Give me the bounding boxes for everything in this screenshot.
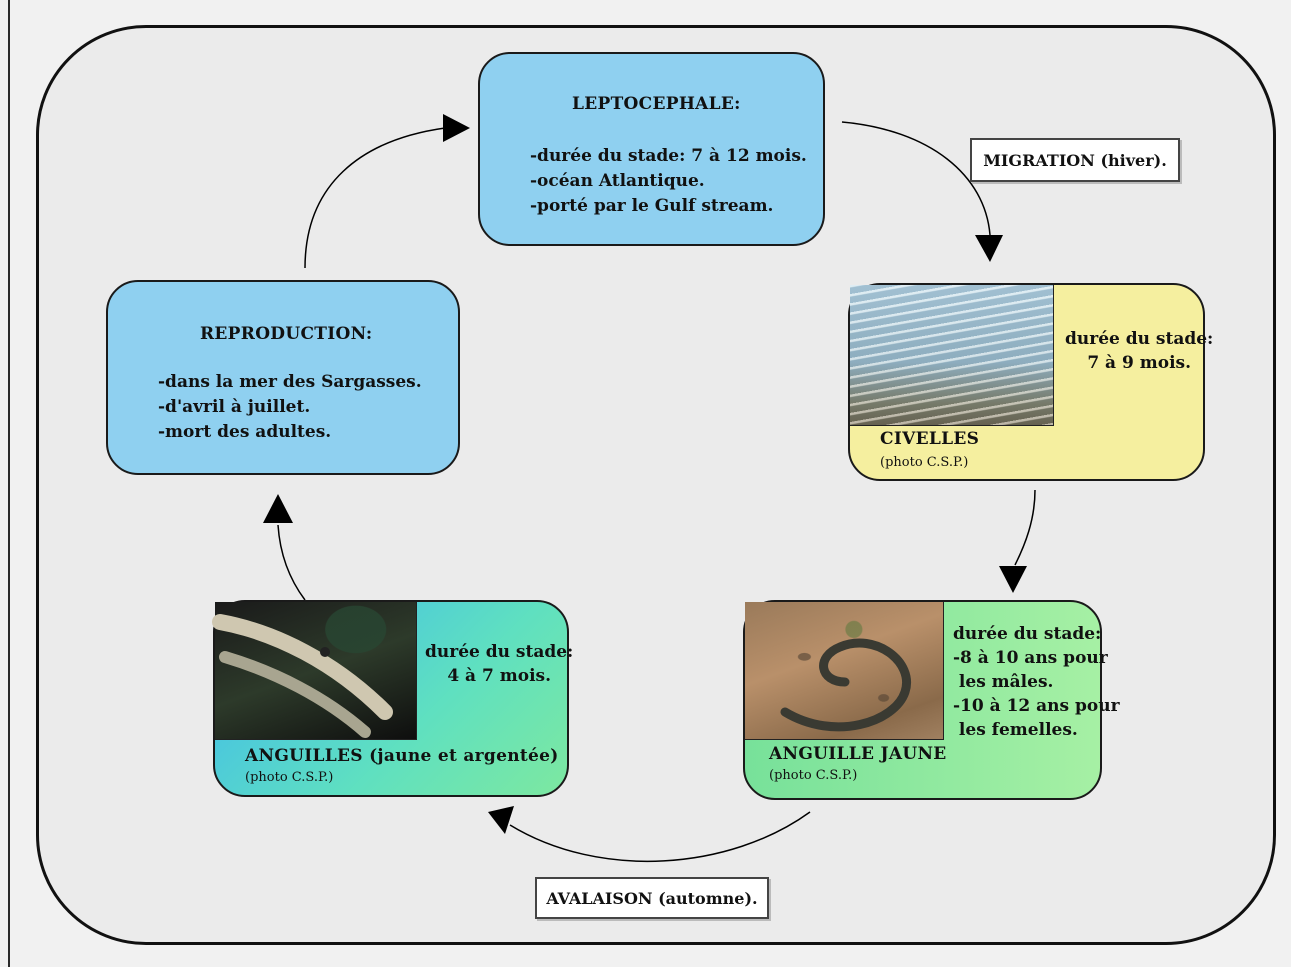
stage-civelles: durée du stade: 7 à 9 mois. CIVELLES (ph…	[848, 283, 1213, 481]
anguilles-duree-line: 4 à 7 mois.	[447, 666, 552, 686]
arrow-reproduction-to-leptocephale	[304, 127, 446, 269]
anguille-jaune-photo-credit: (photo C.S.P.)	[769, 768, 858, 783]
anguille-jaune-photo	[745, 602, 944, 740]
civelles-photo	[850, 285, 1054, 426]
anguille-jaune-duree-line: les femelles.	[953, 720, 1078, 740]
anguille-jaune-duree-line: les mâles.	[953, 672, 1054, 692]
reproduction-line: -dans la mer des Sargasses.	[158, 372, 422, 392]
civelles-name: CIVELLES	[880, 429, 980, 449]
anguille-jaune-duree-line: -10 à 12 ans pour	[953, 696, 1120, 716]
anguilles-duree: durée du stade: 4 à 7 mois.	[425, 640, 573, 688]
stage-leptocephale: LEPTOCEPHALE: -durée du stade: 7 à 12 mo…	[478, 52, 825, 246]
stage-reproduction: REPRODUCTION: -dans la mer des Sargasses…	[106, 280, 460, 475]
eel-shape	[780, 638, 912, 732]
page-left-edge	[8, 0, 10, 967]
leptocephale-details: -durée du stade: 7 à 12 mois. -océan Atl…	[530, 144, 807, 219]
avalaison-label: AVALAISON (automne).	[535, 877, 769, 919]
reproduction-title: REPRODUCTION:	[200, 324, 373, 344]
eels-shape	[212, 614, 393, 738]
arrow-anguilles-to-reproduction	[277, 524, 306, 601]
anguilles-photo-credit: (photo C.S.P.)	[245, 770, 334, 785]
arrow-avalaison	[509, 811, 811, 862]
civelles-photo-credit: (photo C.S.P.)	[880, 455, 969, 470]
arrow-avalaison-head	[488, 806, 514, 834]
civelles-duree-line: 7 à 9 mois.	[1087, 353, 1192, 373]
reproduction-details: -dans la mer des Sargasses. -d'avril à j…	[158, 370, 422, 445]
reproduction-line: -mort des adultes.	[158, 422, 332, 442]
leptocephale-line: -porté par le Gulf stream.	[530, 196, 774, 216]
stage-anguille-jaune: durée du stade: -8 à 10 ans pour les mâl…	[743, 600, 1120, 800]
arrow-migration	[841, 121, 991, 236]
anguille-jaune-name: ANGUILLE JAUNE	[769, 744, 947, 764]
anguille-jaune-duree: durée du stade: -8 à 10 ans pour les mâl…	[953, 622, 1120, 742]
arrow-migration-head	[975, 235, 1003, 262]
anguilles-duree-line: durée du stade:	[425, 642, 574, 662]
civelles-duree: durée du stade: 7 à 9 mois.	[1065, 327, 1213, 375]
anguilles-name: ANGUILLES (jaune et argentée)	[245, 746, 559, 766]
civelles-duree-line: durée du stade:	[1065, 329, 1214, 349]
stage-anguilles: durée du stade: 4 à 7 mois. ANGUILLES (j…	[212, 600, 573, 797]
arrow-civelles-to-jaune	[1014, 489, 1036, 566]
arrow-reproduction-to-leptocephale-head	[443, 114, 470, 142]
migration-label: MIGRATION (hiver).	[970, 138, 1180, 182]
anguille-jaune-duree-line: -8 à 10 ans pour	[953, 648, 1108, 668]
leptocephale-line: -océan Atlantique.	[530, 171, 705, 191]
arrow-civelles-to-jaune-head	[999, 566, 1027, 593]
reproduction-line: -d'avril à juillet.	[158, 397, 311, 417]
anguilles-photo	[212, 602, 417, 740]
leptocephale-line: -durée du stade: 7 à 12 mois.	[530, 146, 807, 166]
arrow-anguilles-to-reproduction-head	[263, 494, 293, 523]
anguille-jaune-duree-line: durée du stade:	[953, 624, 1102, 644]
leptocephale-title: LEPTOCEPHALE:	[572, 94, 741, 114]
